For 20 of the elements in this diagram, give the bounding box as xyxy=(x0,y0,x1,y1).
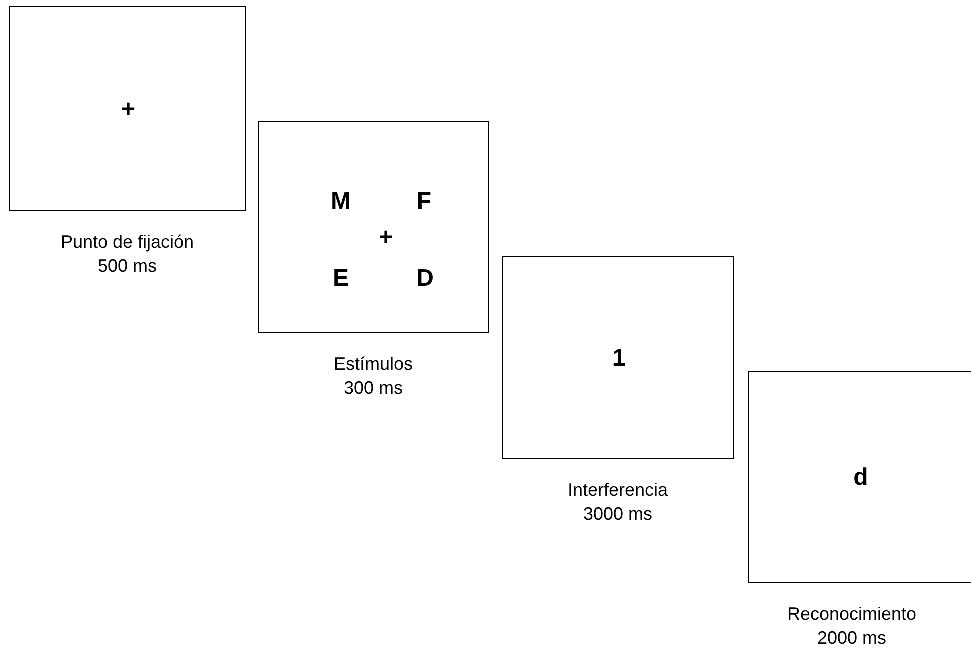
letter-stimulus: D xyxy=(416,266,434,291)
letter-stimulus: F xyxy=(416,190,432,214)
screen-frame xyxy=(502,256,734,459)
duration-text: 2000 ms xyxy=(817,627,887,648)
fixation-cross: + xyxy=(379,226,394,250)
duration-text: 3000 ms xyxy=(583,503,653,525)
screen-frame xyxy=(9,6,246,211)
screen-caption: Interferencia xyxy=(568,479,668,501)
screen-frame xyxy=(748,371,971,583)
screen-caption: Reconocimiento xyxy=(787,603,917,625)
screen-caption: Estímulos xyxy=(334,353,414,375)
duration-text: 500 ms xyxy=(98,255,158,277)
letter-stimulus: d xyxy=(854,466,868,490)
screen-frame xyxy=(258,121,489,333)
fixation-cross: + xyxy=(122,98,136,122)
duration-text: 300 ms xyxy=(344,377,404,399)
letter-stimulus: M xyxy=(331,190,351,214)
digit-stimulus: 1 xyxy=(612,346,626,370)
letter-stimulus: E xyxy=(333,266,349,291)
screen-caption: Punto de fijación xyxy=(60,231,194,253)
